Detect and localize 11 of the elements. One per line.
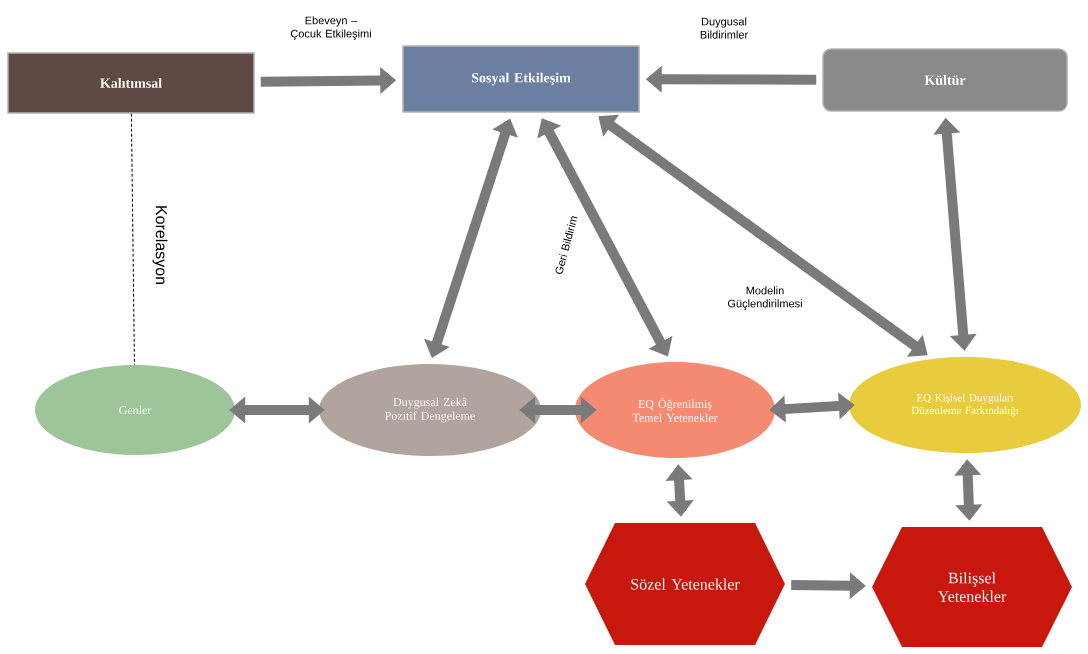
- edge-label: Ebeveyn –Çocuk Etkileşimi: [290, 16, 371, 40]
- edge-label: Geri Bildirim: [555, 216, 578, 274]
- edge-label: Korelasyon: [152, 206, 168, 284]
- note-text: Modelin Güçlendirilmesi: [727, 286, 802, 310]
- ability-hexagon: Bilişsel Yetenekler: [872, 527, 1072, 647]
- culture-box: Kültür: [822, 48, 1068, 112]
- process-box: Sosyal Etkileşim: [402, 45, 640, 113]
- dashed-line: [130, 113, 135, 366]
- ability-hexagon: Sözel Yetenekler: [585, 523, 785, 645]
- heritage-box: Kalıtımsal: [7, 52, 255, 114]
- edge-label: Duygusal Bildirimler: [700, 17, 748, 39]
